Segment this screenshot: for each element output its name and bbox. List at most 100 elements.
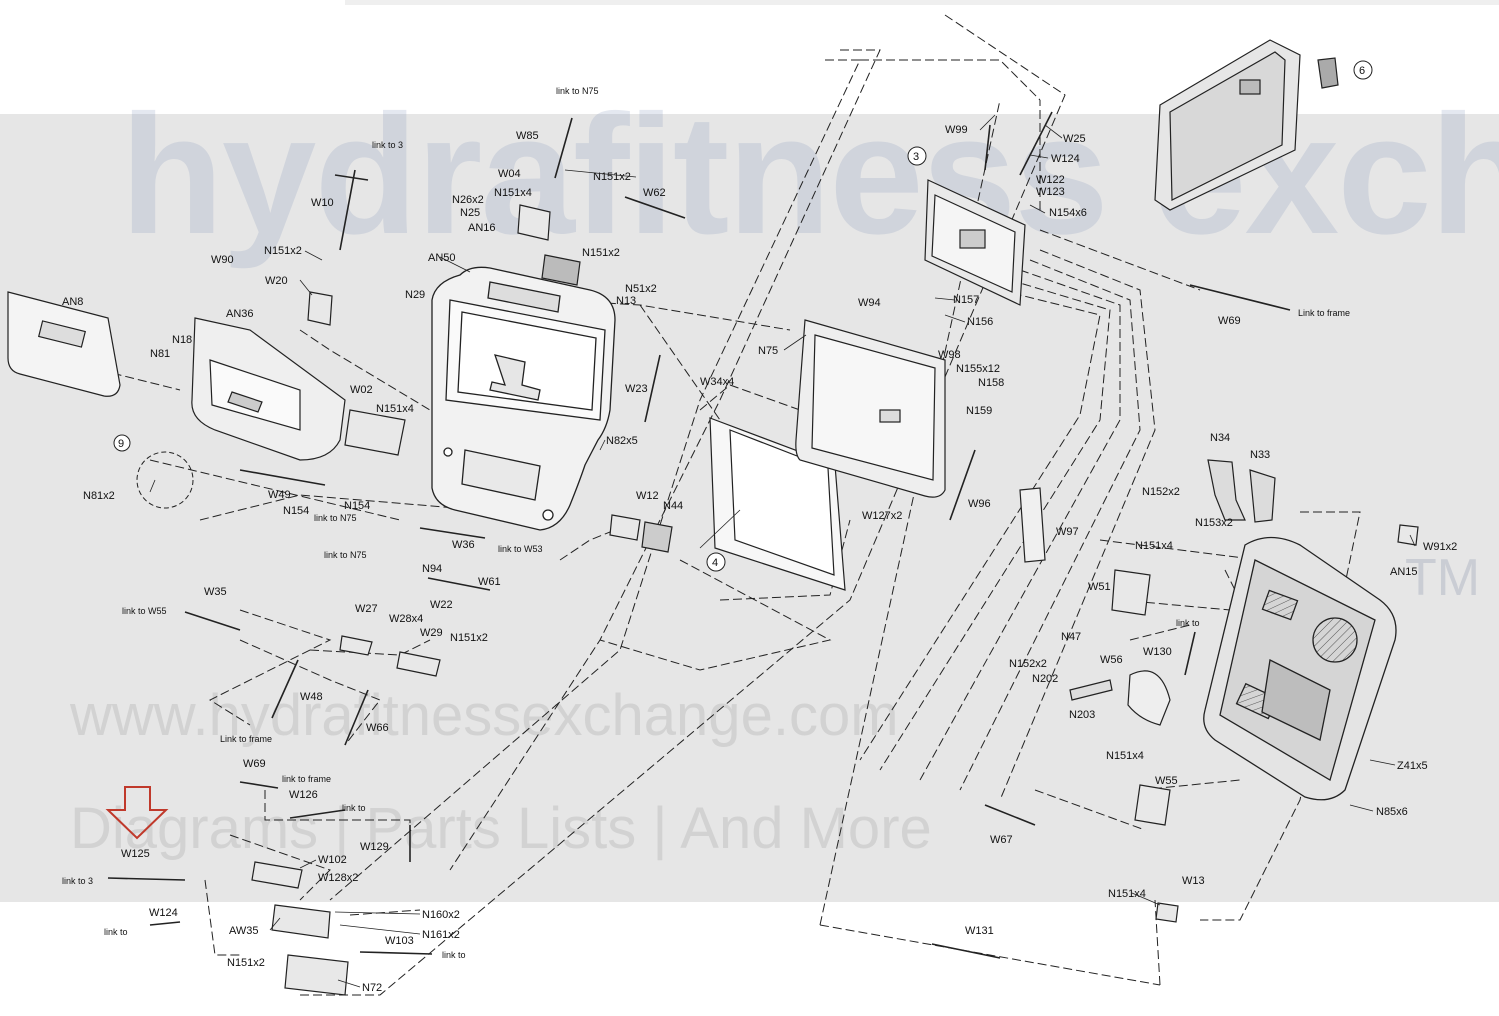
overlay-an8 — [7, 291, 121, 397]
label-n151x4-d: N151x4 — [1106, 750, 1144, 762]
label-n160x2: N160x2 — [422, 909, 460, 921]
label-w56: W56 — [1100, 654, 1123, 666]
label-w27: W27 — [355, 603, 378, 615]
label-w90: W90 — [211, 254, 234, 266]
label-w127x2: W127x2 — [862, 510, 902, 522]
label-n152x2-a: N152x2 — [1142, 486, 1180, 498]
bracket-w12-n44 — [609, 514, 673, 553]
control-board-part-3 — [924, 179, 1026, 306]
detail-circle-9 — [136, 451, 194, 509]
callout-6: 6 — [1359, 65, 1365, 77]
label-n153x2: N153x2 — [1195, 517, 1233, 529]
label-n161x2: N161x2 — [422, 929, 460, 941]
leader-lines — [149, 114, 1416, 988]
label-w69-b: W69 — [1218, 315, 1241, 327]
label-w48: W48 — [300, 691, 323, 703]
label-link-to-frame-b: link to frame — [282, 774, 331, 784]
label-n151x4-e: N151x4 — [1108, 888, 1146, 900]
label-w91x2: W91x2 — [1423, 541, 1457, 553]
label-n81: N81 — [150, 348, 170, 360]
label-n157: N157 — [953, 294, 979, 306]
label-n25: N25 — [460, 207, 480, 219]
label-n154-b: N154 — [344, 500, 370, 512]
label-n13: N13 — [616, 295, 636, 307]
label-n151x2-b: N151x2 — [593, 171, 631, 183]
label-n85x6: N85x6 — [1376, 806, 1408, 818]
label-n29: N29 — [405, 289, 425, 301]
label-n151x2-e: N151x2 — [227, 957, 265, 969]
label-n154x6: N154x6 — [1049, 207, 1087, 219]
label-n47: N47 — [1061, 631, 1081, 643]
small-boards-and-cables — [251, 204, 1419, 996]
label-w67: W67 — [990, 834, 1013, 846]
label-w66: W66 — [366, 722, 389, 734]
circled-callouts — [113, 60, 1373, 572]
label-w122: W122 — [1036, 174, 1065, 186]
label-n72: N72 — [362, 982, 382, 994]
bezel-an36 — [191, 317, 346, 461]
label-n94-a: N94 — [422, 563, 442, 575]
label-w128x2: W128x2 — [318, 872, 358, 884]
label-w29: W29 — [420, 627, 443, 639]
label-link-to-3-d: link to — [104, 927, 128, 937]
label-n151x4-a: N151x4 — [494, 187, 532, 199]
label-n82x5: N82x5 — [606, 435, 638, 447]
label-link-to-3-f: link to — [1176, 618, 1200, 628]
label-n155x12: N155x12 — [956, 363, 1000, 375]
label-w85: W85 — [516, 130, 539, 142]
label-w25: W25 — [1063, 133, 1086, 145]
label-n159: N159 — [966, 405, 992, 417]
label-w51: W51 — [1088, 581, 1111, 593]
label-link-to-3-a: link to 3 — [372, 140, 403, 150]
label-w98: W98 — [938, 349, 961, 361]
label-link-to-w53: link to W53 — [498, 544, 543, 554]
label-n151x4-b: N151x4 — [376, 403, 414, 415]
label-w124-b: W124 — [1051, 153, 1080, 165]
label-link-to-frame-c: Link to frame — [1298, 308, 1350, 318]
label-n158: N158 — [978, 377, 1004, 389]
dashed-connection-lines — [99, 14, 1361, 996]
label-w103: W103 — [385, 935, 414, 947]
callout-3: 3 — [913, 151, 919, 163]
cable-lines — [107, 111, 1291, 959]
label-link-to-n75-b: link to N75 — [314, 513, 357, 523]
label-n34: N34 — [1210, 432, 1230, 444]
rear-housing-an15 — [1203, 536, 1397, 801]
label-w123: W123 — [1036, 186, 1065, 198]
label-n44: N44 — [663, 500, 683, 512]
label-link-to-n75-a: link to N75 — [556, 86, 599, 96]
label-w49: W49 — [268, 489, 291, 501]
label-link-to-3-b: link to — [342, 803, 366, 813]
label-w55: W55 — [1155, 775, 1178, 787]
label-w35: W35 — [204, 586, 227, 598]
label-link-to-3-c: link to 3 — [62, 876, 93, 886]
label-w97: W97 — [1056, 526, 1079, 538]
label-w20: W20 — [265, 275, 288, 287]
label-w13: W13 — [1182, 875, 1205, 887]
label-aw35: AW35 — [229, 925, 259, 937]
label-n81x2: N81x2 — [83, 490, 115, 502]
label-n18: N18 — [172, 334, 192, 346]
label-w130: W130 — [1143, 646, 1172, 658]
label-w69-a: W69 — [243, 758, 266, 770]
label-w23: W23 — [625, 383, 648, 395]
label-n151x4-c: N151x4 — [1135, 540, 1173, 552]
label-an36: AN36 — [226, 308, 254, 320]
label-w61: W61 — [478, 576, 501, 588]
label-w12: W12 — [636, 490, 659, 502]
brackets-n34-n33 — [1207, 459, 1276, 523]
label-link-to-3-e: link to — [442, 950, 466, 960]
label-n51x2: N51x2 — [625, 283, 657, 295]
label-w22: W22 — [430, 599, 453, 611]
label-n156: N156 — [967, 316, 993, 328]
highlight-arrow-w125 — [105, 786, 169, 840]
label-n151x2-d: N151x2 — [450, 632, 488, 644]
label-w102: W102 — [318, 854, 347, 866]
label-w02: W02 — [350, 384, 373, 396]
callout-9: 9 — [118, 438, 124, 450]
main-board-part-6 — [1154, 39, 1339, 211]
callout-4: 4 — [712, 557, 718, 569]
label-n33: N33 — [1250, 449, 1270, 461]
label-w125: W125 — [121, 848, 150, 860]
